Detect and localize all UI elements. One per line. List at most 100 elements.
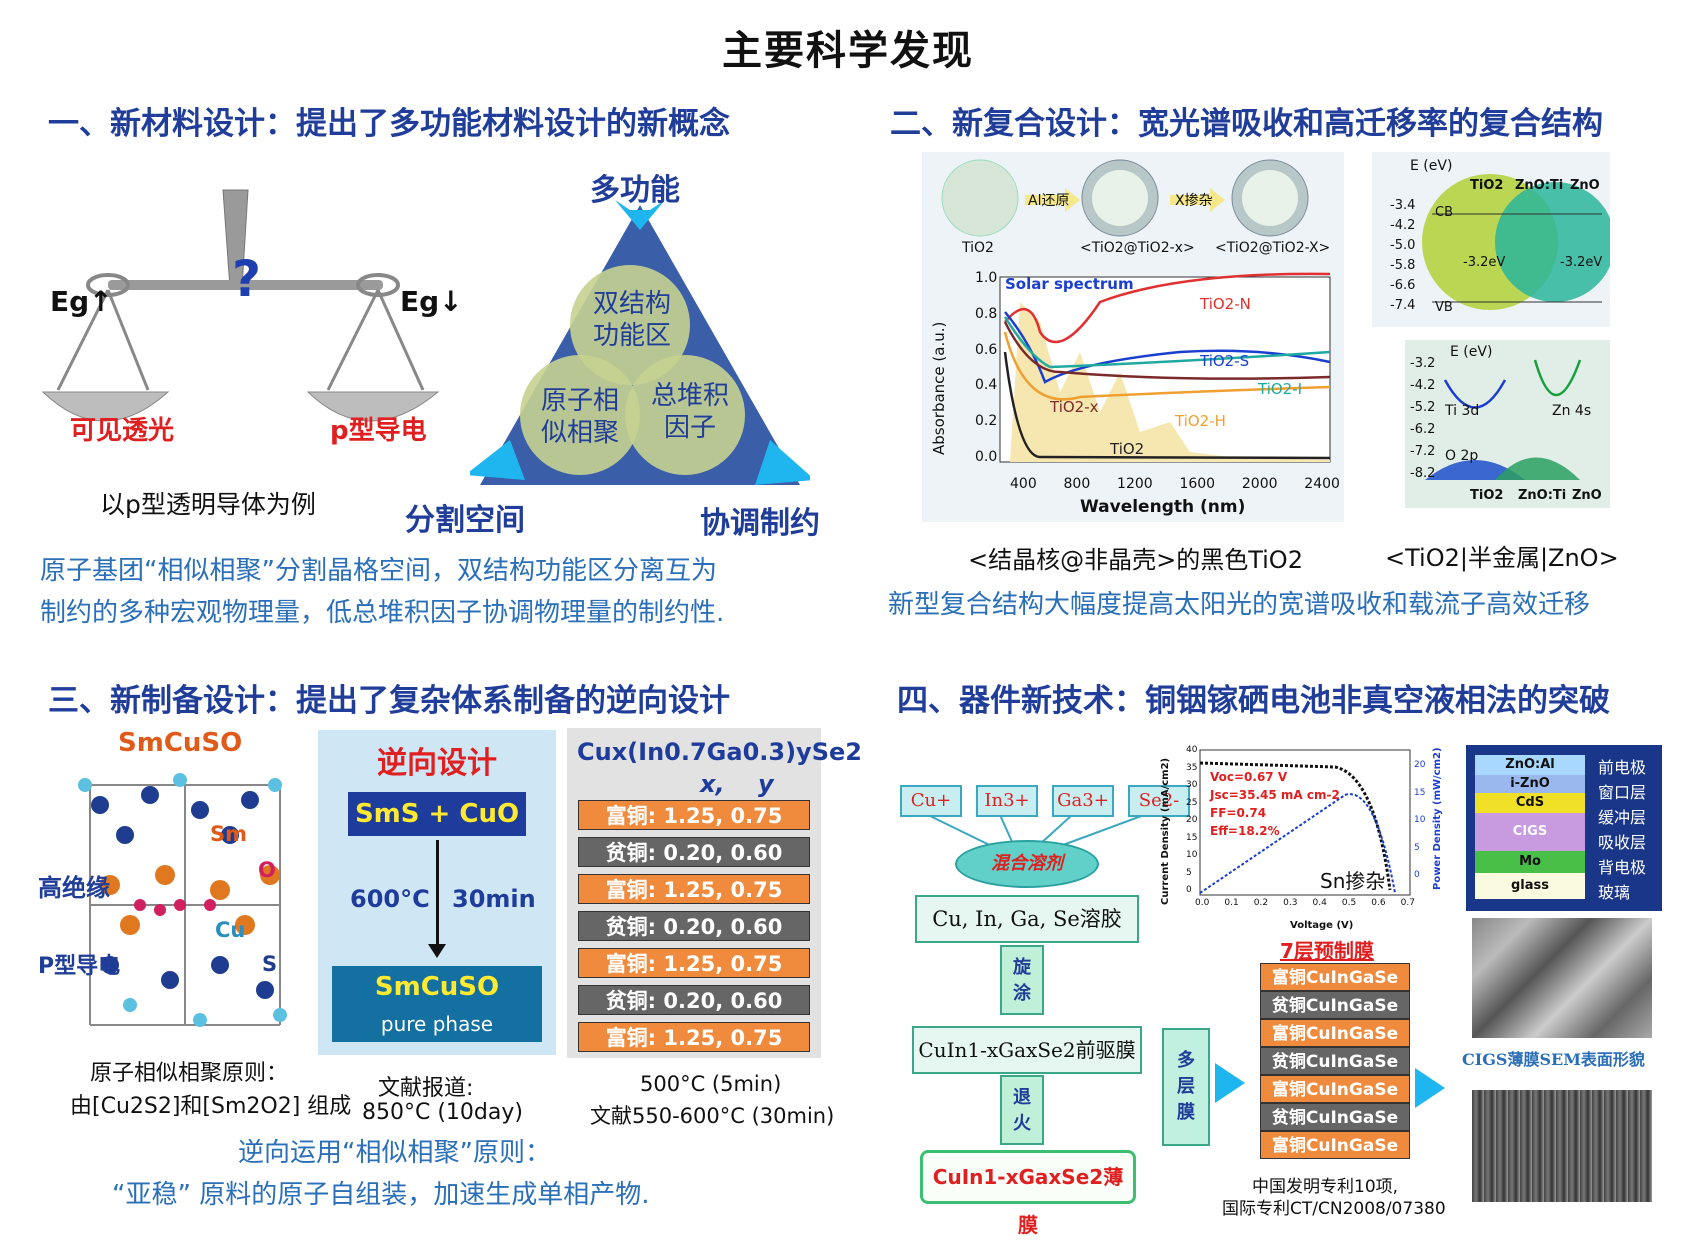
ytick: -3.4 (1390, 198, 1416, 213)
device-name: 缓冲层 (1598, 808, 1647, 827)
ytick: -7.4 (1390, 298, 1416, 313)
anneal-step: 退 火 (1000, 1075, 1044, 1145)
o-atom-label: O (258, 858, 276, 882)
section-1-caption-line1: 原子基团“相似相聚”分割晶格空间，双结构功能区分离互为 (40, 556, 717, 586)
band2-label-tio2: TiO2 (1470, 488, 1504, 503)
series-label-n: TiO2-N (1200, 295, 1251, 313)
ytick: 0 (1186, 885, 1192, 895)
formula-label: Cux(In0.7Ga0.3)ySe2 (577, 738, 862, 766)
jv-xticks: 0.0 0.1 0.2 0.3 0.4 0.5 0.6 0.7 (1195, 898, 1415, 908)
ytick: -7.2 (1410, 444, 1436, 459)
tio2-zno-label: <TiO2|半金属|ZnO> (1385, 544, 1619, 572)
layer-row: 富铜: 1.25, 0.75 (578, 800, 810, 830)
layer-row: 贫铜: 0.20, 0.60 (578, 837, 810, 867)
ion-ga: Ga3+ (1052, 785, 1114, 817)
ion-cu: Cu+ (900, 785, 962, 817)
s-atom-label: S (262, 952, 278, 976)
device-name: 窗口层 (1598, 783, 1647, 802)
device-layer: glass (1475, 873, 1585, 899)
ytick: 0.8 (975, 305, 998, 322)
absorbance-xticks: 400 800 1200 1600 2000 2400 (1010, 476, 1340, 492)
device-layer: CdS (1475, 793, 1585, 813)
smcuso-label: SmCuSO (118, 728, 242, 758)
insulating-label: 高绝缘 (38, 874, 110, 902)
device-layer-names: 前电极 窗口层 缓冲层 吸收层 背电极 玻璃 (1598, 755, 1658, 905)
xtick: 400 (1010, 476, 1037, 492)
cb-label: CB (1435, 205, 1453, 220)
device-layer: Mo (1475, 851, 1585, 873)
band2-e-label: E (eV) (1450, 344, 1493, 360)
solar-spectrum-label: Solar spectrum (1005, 275, 1134, 293)
core-shell-1-label: <TiO2@TiO2-x> (1080, 240, 1195, 256)
ytick: 25 (1186, 797, 1198, 808)
ti3d-label: Ti 3d (1445, 403, 1480, 419)
section-3-caption-line1: 逆向运用“相似相聚”原则： (238, 1138, 551, 1168)
section-2-caption: 新型复合结构大幅度提高太阳光的宽谱吸收和载流子高效迁移 (888, 590, 1591, 620)
xtick: 800 (1063, 476, 1091, 492)
series-label-x: TiO2-x (1050, 398, 1099, 416)
ytick: -6.6 (1390, 278, 1416, 293)
jv-ylabel: Current Density (mA/cm2) (1160, 757, 1171, 905)
core-shell-2-label: <TiO2@TiO2-X> (1215, 240, 1331, 256)
mixed-solvent: 混合溶剂 (955, 840, 1099, 888)
ytick: -5.2 (1410, 400, 1436, 415)
ytick: -6.2 (1410, 422, 1436, 437)
time-label: 30min (452, 885, 536, 913)
patent-line2: 国际专利CT/CN2008/07380 (1222, 1199, 1446, 1219)
tri-left-label: 分割空间 (405, 503, 525, 538)
reactants-box: SmS + CuO (348, 792, 526, 836)
sem-caption: CIGS薄膜SEM表面形貌 (1462, 1050, 1645, 1069)
black-tio2-label: <结晶核@非晶壳>的黑色TiO2 (968, 546, 1303, 574)
device-stack: ZnO:Al i-ZnO CdS CIGS Mo glass (1475, 755, 1585, 899)
y2tick: 15 (1414, 787, 1426, 798)
eff-label: Eff=18.2% (1210, 824, 1280, 838)
stack-row: 富铜CuInGaSe (1260, 1019, 1410, 1047)
xtick: 0.2 (1253, 898, 1269, 908)
principle-line1: 原子相似相聚原则： (90, 1061, 289, 1086)
literature-line2: 850°C (10day) (362, 1100, 523, 1125)
spin-coat-step: 旋 涂 (1000, 945, 1044, 1015)
band-e-label: E (eV) (1410, 158, 1453, 174)
stack-row: 富铜CuInGaSe (1260, 963, 1410, 991)
stack-row: 富铜CuInGaSe (1260, 1075, 1410, 1103)
section-2-title: 二、新复合设计：宽光谱吸收和高迁移率的复合结构 (890, 106, 1603, 142)
xtick: 1200 (1117, 476, 1153, 492)
y2tick: 5 (1414, 842, 1420, 853)
multilayer-arrow (1215, 1063, 1245, 1103)
wavelength-xlabel: Wavelength (nm) (1080, 497, 1246, 517)
ytick: -4.2 (1390, 218, 1416, 233)
sem-surface-image (1472, 918, 1652, 1038)
band-circles (1422, 174, 1610, 310)
ytick: -5.8 (1390, 258, 1416, 273)
ytick: -8.2 (1410, 466, 1436, 481)
device-name: 背电极 (1598, 858, 1647, 877)
jv-yticks: 0 5 10 15 20 25 30 35 40 (1186, 745, 1197, 895)
ion-in: In3+ (976, 785, 1038, 817)
section-3-title: 三、新制备设计：提出了复杂体系制备的逆向设计 (48, 683, 730, 719)
vb-label: VB (1435, 300, 1453, 315)
eg-up-label: Eg↑ (50, 285, 113, 318)
band1-yticks: -3.4 -4.2 -5.0 -5.8 -6.6 -7.4 (1390, 198, 1415, 313)
sm-atom-label: Sm (210, 822, 248, 846)
condition-line1: 500°C (5min) (640, 1072, 782, 1096)
ytick: 15 (1186, 832, 1198, 843)
device-name: 玻璃 (1598, 883, 1631, 902)
gap-label-1: -3.2eV (1463, 255, 1506, 270)
ion-se: Se2- (1128, 785, 1190, 817)
sol-box: Cu, In, Ga, Se溶胶 (915, 895, 1139, 943)
tio2-sphere-label: TiO2 (962, 240, 994, 256)
jv-y2label: Power Density (mW/cm2) (1432, 747, 1443, 890)
ytick: 35 (1186, 762, 1198, 773)
band-label-znoti: ZnO:Ti (1515, 178, 1564, 193)
device-layer: i-ZnO (1475, 775, 1585, 793)
reaction-arrow (436, 840, 439, 950)
layer-row: 富铜: 1.25, 0.75 (578, 1022, 810, 1052)
circle-atom-cluster: 原子相 似相聚 (540, 386, 619, 448)
xtick: 2400 (1304, 476, 1340, 492)
absorbance-chart (999, 272, 1331, 463)
ytick: -3.2 (1410, 356, 1436, 371)
ytick: -4.2 (1410, 378, 1436, 393)
ytick: 30 (1186, 780, 1198, 790)
xtick: 0.4 (1312, 898, 1327, 908)
seven-layer-stack: 富铜CuInGaSe 贫铜CuInGaSe 富铜CuInGaSe 贫铜CuInG… (1260, 963, 1410, 1169)
